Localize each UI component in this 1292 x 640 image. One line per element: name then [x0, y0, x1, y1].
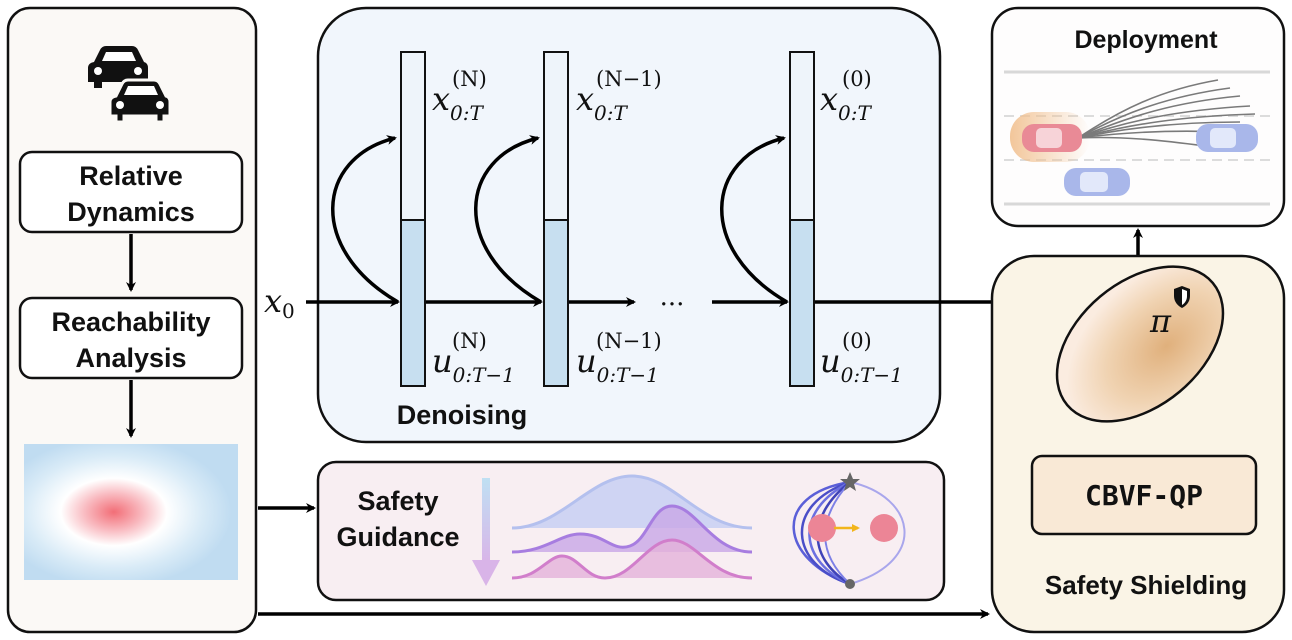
sup-u-n-1: (N−1)	[596, 329, 662, 353]
label-u-0: u0:T−1	[820, 342, 903, 387]
denoising-panel: ... x0 x0:T (N) u0:T−1 (N) x0:T (N−1) u0…	[264, 6, 942, 444]
relative-dynamics-line2: Dynamics	[67, 197, 195, 227]
safety-shielding-panel: π CBVF-QP Safety Shielding	[990, 254, 1286, 634]
relative-dynamics-line1: Relative	[79, 161, 183, 191]
deployment-title: Deployment	[1074, 26, 1218, 54]
goal-star-icon	[840, 472, 860, 491]
deployment-panel: Deployment	[990, 6, 1286, 228]
safety-guidance-panel: Safety Guidance	[316, 460, 946, 602]
denoising-title: Denoising	[397, 400, 528, 430]
safety-guidance-line2: Guidance	[336, 522, 459, 552]
denoise-column-n	[400, 51, 426, 387]
denoising-frame	[316, 6, 942, 444]
down-gradient-arrow-icon	[472, 478, 500, 586]
loop-arrow-2	[474, 135, 542, 304]
road-scene	[1004, 70, 1270, 206]
other-car-1	[1196, 124, 1258, 152]
start-point	[845, 579, 855, 589]
label-x-0: x0:T	[820, 80, 873, 125]
label-u-n: u0:T−1	[432, 342, 515, 387]
safety-shielding-title: Safety Shielding	[1045, 570, 1247, 600]
trajectory-sketch	[792, 472, 906, 589]
ego-car	[1022, 124, 1082, 152]
sup-u-0: (0)	[842, 329, 872, 353]
distribution-curves	[511, 474, 753, 580]
sup-x-n: (N)	[452, 67, 487, 91]
shield-icon	[1174, 286, 1190, 308]
denoise-column-0	[789, 51, 815, 387]
reachability-heatmap	[24, 444, 238, 580]
safety-guidance-frame	[316, 460, 946, 602]
cars-icon	[88, 46, 172, 124]
sup-x-n-1: (N−1)	[596, 67, 662, 91]
label-x-n: x0:T	[432, 80, 485, 125]
loop-arrow-3	[720, 135, 788, 304]
loop-arrow-1	[331, 135, 399, 304]
ellipsis: ...	[660, 282, 685, 312]
sup-u-n: (N)	[452, 329, 487, 353]
input-x0: x0	[264, 282, 295, 323]
cbvf-qp-block	[1030, 454, 1258, 536]
label-x-n-1: x0:T	[576, 80, 629, 125]
cbvf-qp-label: CBVF-QP	[1085, 479, 1203, 512]
reachability-line2: Analysis	[75, 343, 186, 373]
relative-dynamics-block: Relative Dynamics	[18, 150, 244, 234]
obstacle-circle-1	[808, 514, 836, 542]
other-car-2	[1064, 168, 1130, 196]
policy-label: π	[1149, 302, 1172, 340]
obstacle-circle-2	[870, 514, 898, 542]
sup-x-0: (0)	[842, 67, 872, 91]
reachability-line1: Reachability	[51, 307, 210, 337]
safety-guidance-line1: Safety	[357, 486, 438, 516]
left-panel: Relative Dynamics Reachability Analysis	[6, 6, 258, 634]
reachability-analysis-block: Reachability Analysis	[18, 296, 244, 380]
label-u-n-1: u0:T−1	[576, 342, 659, 387]
denoise-column-n-minus-1	[543, 51, 569, 387]
